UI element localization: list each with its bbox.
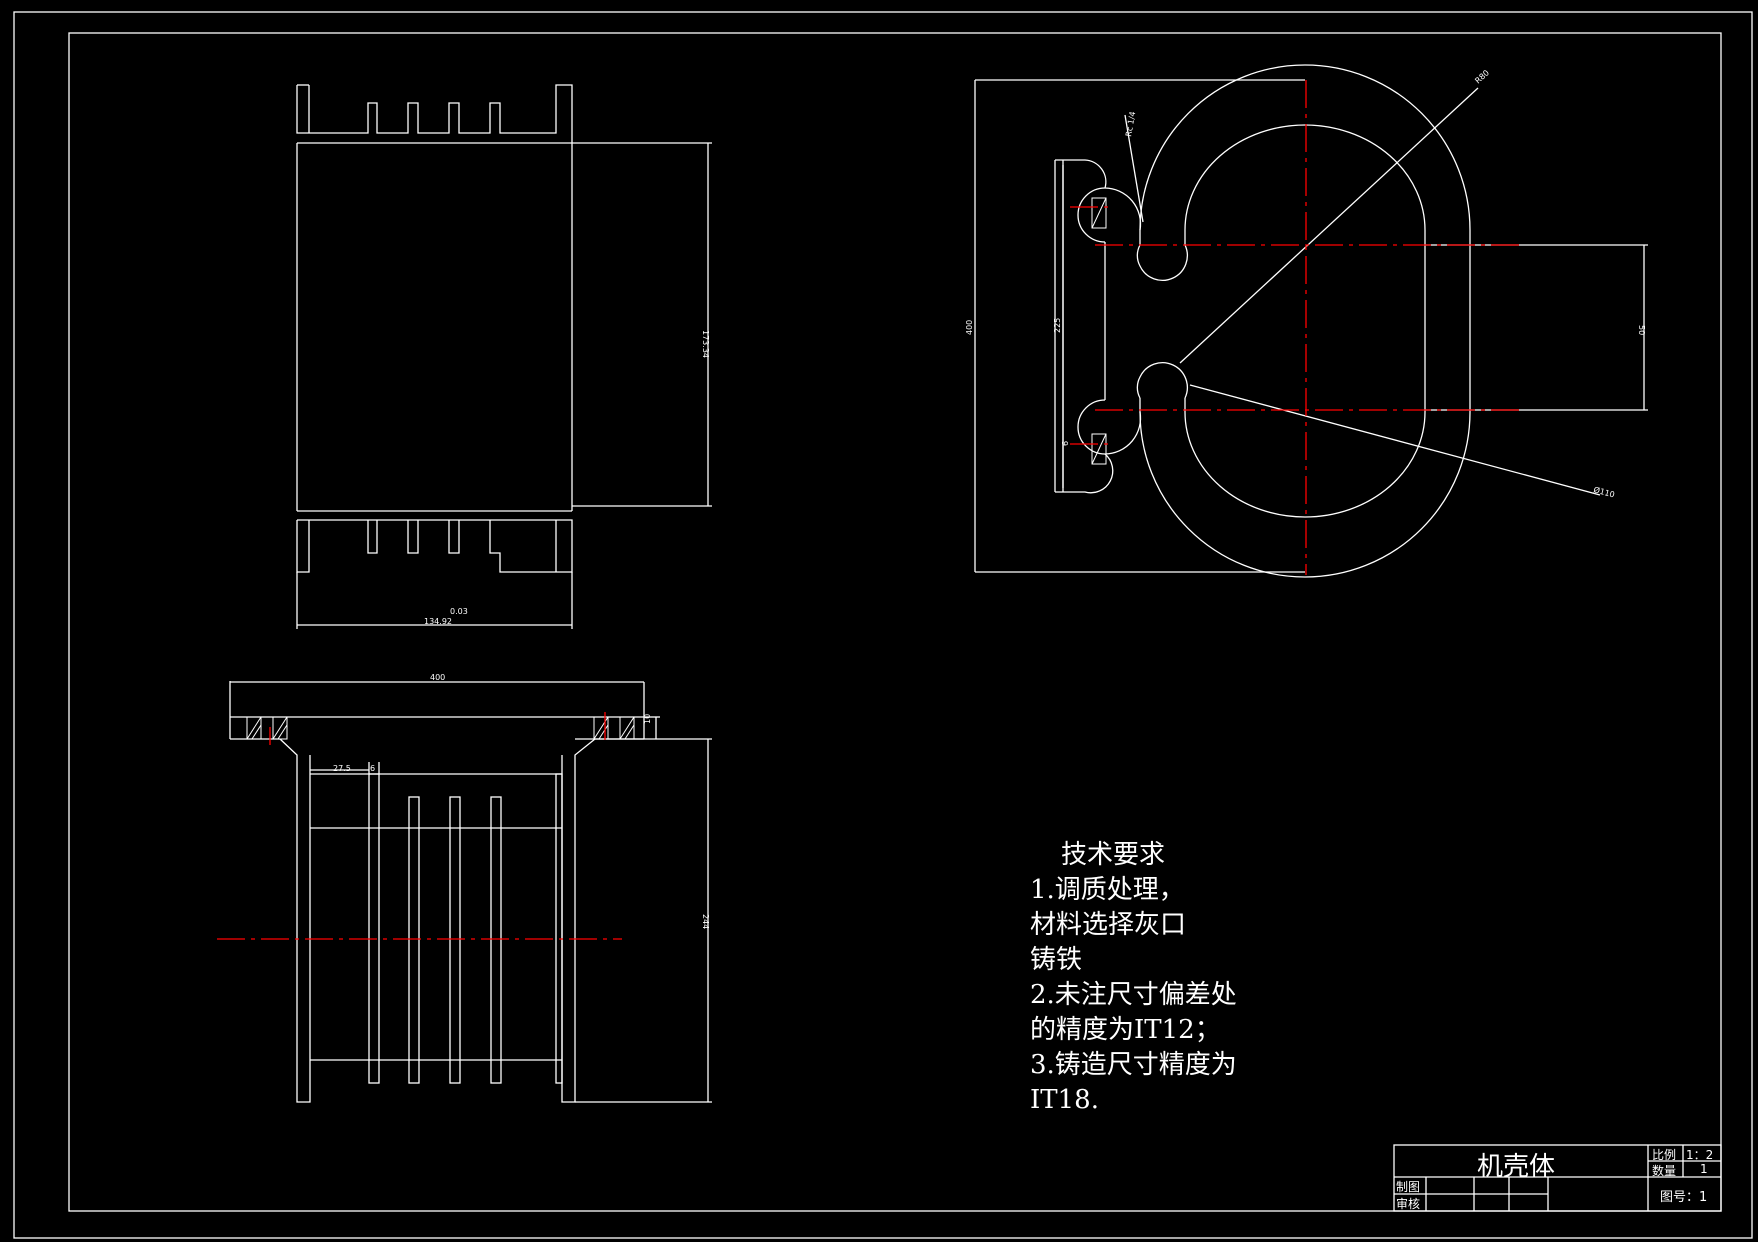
drawing-number: 图号：1	[1660, 1190, 1708, 1205]
dim-section-flange: 10	[643, 714, 652, 724]
dim-side-leader: Rc 1/4	[1124, 111, 1137, 138]
drawing-title: 机壳体	[1477, 1152, 1556, 1182]
dim-side-outer-dia: Ø110	[1592, 484, 1615, 499]
dim-front-tol: 0.03	[450, 607, 468, 616]
dim-front-height: 173.34	[701, 330, 710, 358]
dim-side-radius: R80	[1473, 68, 1491, 85]
quantity-label: 数量	[1652, 1164, 1677, 1178]
dim-front-width: 134.92	[424, 617, 452, 626]
title-block	[1393, 1144, 1722, 1212]
scale-label: 比例	[1652, 1148, 1677, 1162]
tech-requirement-line: 3.铸造尺寸精度为	[1030, 1050, 1237, 1080]
tech-requirement-line: 材料选择灰口	[1030, 910, 1187, 940]
scale-value: 1：2	[1686, 1148, 1714, 1162]
technical-requirements: 技术要求 1.调质处理， 材料选择灰口 铸铁 2.未注尺寸偏差处 的精度为IT1…	[1030, 838, 1237, 1118]
tech-requirement-line: IT18.	[1030, 1085, 1099, 1115]
dim-section-gap: 6	[370, 764, 375, 773]
front-view	[296, 84, 712, 629]
drafted-label: 制图	[1396, 1180, 1421, 1194]
dim-side-bore: 50	[1637, 325, 1646, 335]
side-view	[974, 64, 1648, 578]
inner-border	[68, 32, 1722, 1212]
section-view	[229, 681, 712, 1103]
quantity-value: 1	[1700, 1162, 1708, 1176]
dim-section-width: 400	[430, 673, 445, 682]
tech-requirement-line: 铸铁	[1030, 945, 1083, 975]
tech-requirements-heading: 技术要求	[1061, 840, 1166, 870]
dim-side-small: 6	[1061, 441, 1070, 446]
dim-side-inner: 225	[1053, 318, 1062, 333]
tech-requirement-line: 2.未注尺寸偏差处	[1030, 980, 1237, 1010]
dim-section-pitch: 27.5	[333, 764, 351, 773]
outer-border	[13, 11, 1753, 1239]
dim-section-height: 244	[701, 914, 710, 929]
tech-requirement-line: 的精度为IT12；	[1030, 1015, 1221, 1045]
checked-label: 审核	[1396, 1197, 1421, 1211]
tech-requirement-line: 1.调质处理，	[1030, 875, 1185, 905]
dim-side-height: 400	[965, 320, 974, 335]
